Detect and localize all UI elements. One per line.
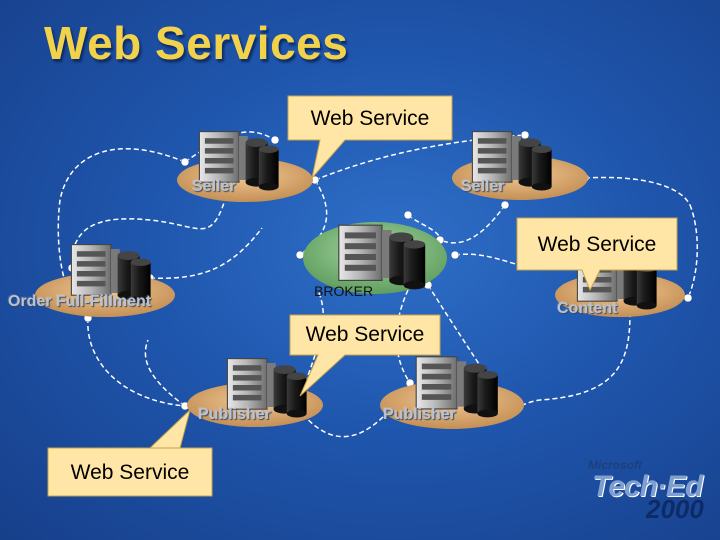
- seller-right-label: Seller: [461, 178, 505, 195]
- callout-shapes: [47, 95, 678, 497]
- logo-company: Microsoft: [588, 458, 642, 472]
- publisher-left-label: Publisher: [198, 406, 271, 423]
- broker-label: BROKER: [314, 283, 374, 299]
- web-service-callout-top: Web Service: [310, 107, 430, 130]
- publisher-right-label: Publisher: [383, 406, 456, 423]
- tech-ed-logo: Microsoft Tech·Ed 2000: [572, 458, 712, 528]
- logo-event: Tech·Ed: [592, 470, 703, 503]
- slide-title: Web Services: [44, 17, 349, 69]
- seller-left-label: Seller: [192, 178, 236, 195]
- web-service-callout-bottom: Web Service: [70, 461, 190, 484]
- web-service-callout-right: Web Service: [537, 233, 657, 256]
- order-fulfillment-label: Order Full-Fillment: [8, 293, 152, 310]
- logo-year: 2000: [646, 494, 704, 524]
- content-label: Content: [557, 300, 618, 317]
- web-service-callout-middle: Web Service: [305, 323, 425, 346]
